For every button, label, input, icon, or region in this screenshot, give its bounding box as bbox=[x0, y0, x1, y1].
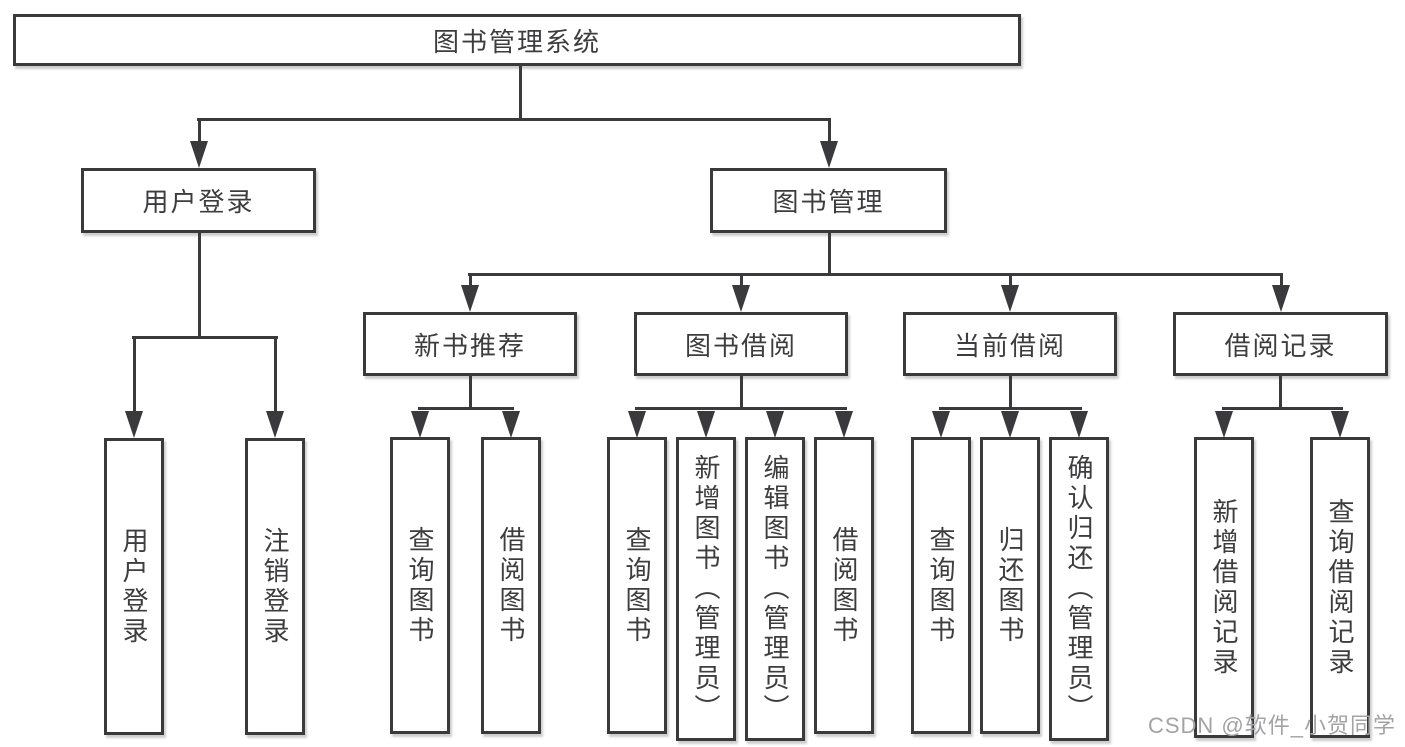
arrowhead-current-borrowing bbox=[1001, 285, 1019, 312]
node-borrow-books-2: 借阅图书 bbox=[814, 437, 874, 734]
node-book-management: 图书管理 bbox=[710, 168, 947, 233]
arrowhead-borrow-books-2 bbox=[835, 411, 853, 438]
connector-drop-book-management bbox=[828, 118, 831, 145]
node-library-management-system: 图书管理系统 bbox=[13, 14, 1021, 66]
node-label: 新书推荐 bbox=[413, 330, 526, 361]
connector-drop-user-login bbox=[198, 118, 201, 145]
connector-drop-borrowing-records bbox=[1280, 273, 1283, 289]
connector-user-login-stem bbox=[198, 233, 201, 336]
connector-borrowing-records-stem bbox=[1279, 376, 1282, 407]
node-search-books-1: 查询图书 bbox=[390, 437, 450, 734]
node-user-login-leaf: 用户登录 bbox=[104, 438, 164, 735]
arrowhead-search-books-2 bbox=[628, 411, 646, 438]
node-label: 用户登录 bbox=[142, 187, 255, 217]
node-logout: 注销登录 bbox=[245, 438, 305, 735]
connector-book-borrowing-stem bbox=[740, 376, 743, 407]
arrowhead-book-management bbox=[820, 141, 838, 168]
arrowhead-return-books bbox=[1001, 411, 1019, 438]
node-current-borrowing: 当前借阅 bbox=[903, 312, 1117, 376]
watermark-text: CSDN @软件_小贺同学 bbox=[1147, 713, 1396, 738]
node-label: 当前借阅 bbox=[953, 330, 1066, 361]
arrowhead-borrowing-records bbox=[1272, 285, 1290, 312]
node-label: 编辑图书（管理员） bbox=[760, 454, 790, 724]
connector-drop-logout bbox=[274, 336, 277, 415]
connector-current-borrowing-stem bbox=[1009, 376, 1012, 407]
node-book-borrowing: 图书借阅 bbox=[634, 312, 848, 376]
node-edit-book-admin: 编辑图书（管理员） bbox=[745, 437, 805, 741]
node-label: 借阅记录 bbox=[1224, 330, 1337, 361]
arrowhead-borrow-books-1 bbox=[502, 411, 520, 438]
node-label: 图书管理 bbox=[772, 187, 885, 217]
node-new-book-recommendation: 新书推荐 bbox=[363, 312, 577, 376]
node-label: 借阅图书 bbox=[829, 525, 859, 646]
connector-book-borrowing-bar bbox=[635, 407, 847, 410]
node-label: 借阅图书 bbox=[496, 525, 526, 646]
node-label: 确认归还（管理员） bbox=[1064, 454, 1094, 724]
connector-current-borrowing-bar bbox=[939, 407, 1082, 410]
connector-root-bar bbox=[197, 118, 831, 121]
arrowhead-add-book-admin bbox=[697, 411, 715, 438]
node-label: 查询图书 bbox=[622, 525, 652, 646]
connector-book-management-bar bbox=[468, 273, 1283, 276]
node-borrowing-records: 借阅记录 bbox=[1173, 312, 1388, 376]
connector-book-management-stem bbox=[828, 233, 831, 273]
connector-new-book-recommendation-bar bbox=[418, 407, 514, 410]
connector-drop-book-borrowing bbox=[740, 273, 743, 289]
node-search-books-2: 查询图书 bbox=[607, 437, 667, 734]
arrowhead-search-books-3 bbox=[932, 411, 950, 438]
arrowhead-user-login bbox=[190, 141, 208, 168]
connector-user-login-bar bbox=[132, 336, 278, 339]
connector-drop-user-login-leaf bbox=[133, 336, 136, 415]
connector-borrowing-records-bar bbox=[1222, 407, 1343, 410]
node-label: 图书借阅 bbox=[684, 330, 797, 361]
node-add-book-admin: 新增图书（管理员） bbox=[676, 437, 736, 741]
connector-drop-new-book-recommendation bbox=[469, 273, 472, 289]
node-user-login: 用户登录 bbox=[81, 168, 316, 233]
node-label: 查询借阅记录 bbox=[1325, 497, 1355, 678]
node-return-books: 归还图书 bbox=[980, 437, 1040, 734]
connector-drop-current-borrowing bbox=[1009, 273, 1012, 289]
arrowhead-search-books-1 bbox=[411, 411, 429, 438]
node-label: 归还图书 bbox=[995, 525, 1025, 646]
node-label: 用户登录 bbox=[119, 526, 149, 647]
arrowhead-confirm-return-admin bbox=[1070, 411, 1088, 438]
node-label: 新增借阅记录 bbox=[1209, 497, 1239, 678]
arrowhead-edit-book-admin bbox=[766, 411, 784, 438]
arrowhead-search-borrow-record bbox=[1331, 411, 1349, 438]
node-label: 图书管理系统 bbox=[432, 26, 601, 57]
connector-root-stem bbox=[519, 66, 522, 118]
node-label: 查询图书 bbox=[926, 525, 956, 646]
node-add-borrow-record: 新增借阅记录 bbox=[1194, 437, 1254, 738]
node-borrow-books-1: 借阅图书 bbox=[481, 437, 541, 734]
node-search-borrow-record: 查询借阅记录 bbox=[1310, 437, 1370, 738]
node-search-books-3: 查询图书 bbox=[911, 437, 971, 734]
arrowhead-user-login-leaf bbox=[125, 411, 143, 438]
node-label: 查询图书 bbox=[405, 525, 435, 646]
node-confirm-return-admin: 确认归还（管理员） bbox=[1049, 437, 1109, 741]
connector-new-book-recommendation-stem bbox=[469, 376, 472, 407]
node-label: 注销登录 bbox=[260, 526, 290, 647]
arrowhead-logout bbox=[266, 411, 284, 438]
arrowhead-new-book-recommendation bbox=[461, 285, 479, 312]
arrowhead-book-borrowing bbox=[732, 285, 750, 312]
arrowhead-add-borrow-record bbox=[1215, 411, 1233, 438]
node-label: 新增图书（管理员） bbox=[691, 454, 721, 724]
